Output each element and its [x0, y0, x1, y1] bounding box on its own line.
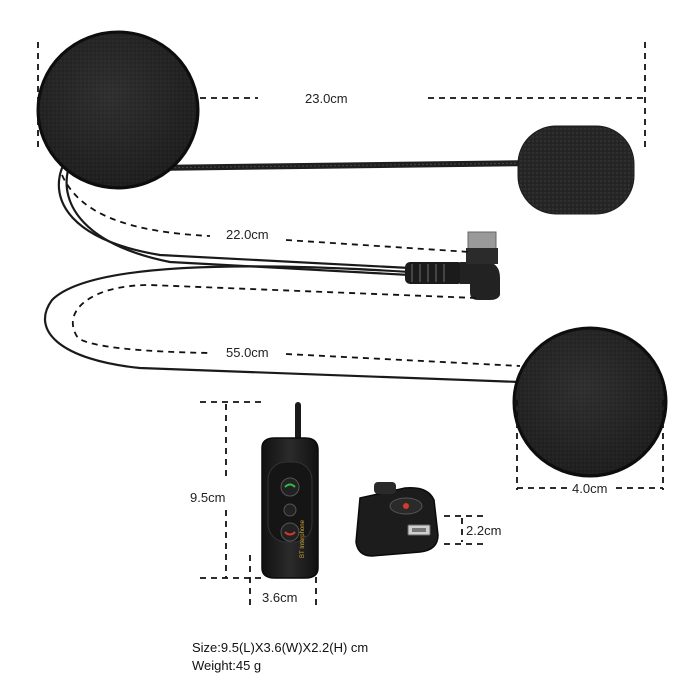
dim-label-unit-thickness: 2.2cm — [466, 523, 502, 538]
dimension-lines — [37, 42, 664, 605]
dim-label-length-total: 23.0cm — [305, 91, 348, 106]
intercom-unit-side — [355, 482, 439, 557]
microphone-foam — [517, 125, 635, 215]
device-brand-label: BT Interphone — [300, 519, 306, 558]
boom-arm — [147, 160, 543, 171]
dim-label-unit-height: 9.5cm — [190, 490, 226, 505]
mini-usb-connector — [405, 231, 500, 300]
dim-label-speaker-diameter: 4.0cm — [572, 481, 608, 496]
spec-size: Size:9.5(L)X3.6(W)X2.2(H) cm — [192, 640, 369, 655]
speaker-top — [36, 30, 200, 190]
dim-label-cable-long: 55.0cm — [226, 345, 269, 360]
dim-label-cable-short: 22.0cm — [226, 227, 269, 242]
cable-wires — [43, 166, 522, 384]
intercom-unit-front: BT Interphone — [261, 402, 319, 579]
spec-weight: Weight:45 g — [192, 658, 262, 673]
speaker-bottom — [512, 326, 668, 478]
dim-label-unit-width: 3.6cm — [262, 590, 298, 605]
